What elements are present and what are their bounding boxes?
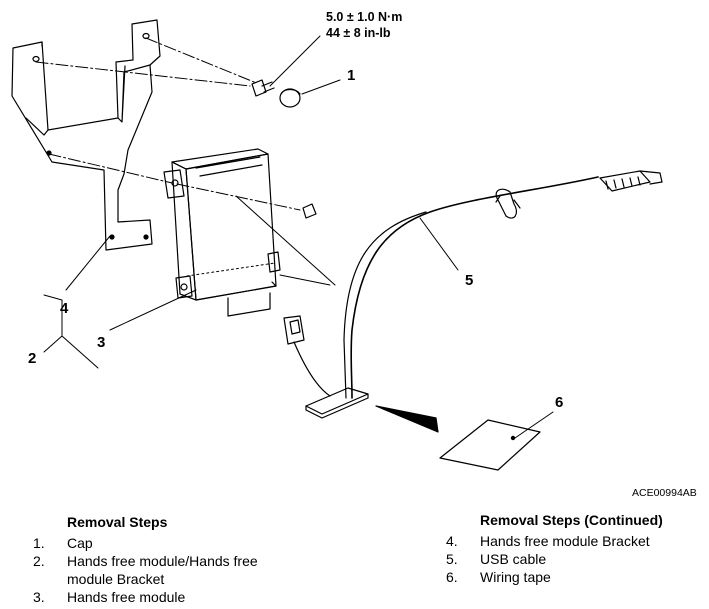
removal-step: 5. USB cable <box>446 550 701 568</box>
removal-step: 2. Hands free module/Hands free module B… <box>33 552 323 588</box>
removal-step: 3. Hands free module <box>33 588 323 606</box>
removal-steps-title: Removal Steps <box>67 514 168 530</box>
step-text: Hands free module <box>67 589 186 605</box>
removal-step: 4. Hands free module Bracket <box>446 532 701 550</box>
callout-1: 1 <box>347 67 355 84</box>
step-number: 3. <box>33 589 45 605</box>
assembly-leader-lines <box>35 37 301 211</box>
cable-tape <box>305 387 369 419</box>
module-dotted-line <box>186 262 276 277</box>
callout-4: 4 <box>60 300 69 317</box>
removal-steps-continued-list: Removal Steps (Continued) 4. Hands free … <box>446 511 701 586</box>
module-bracket <box>11 19 161 251</box>
step-number: 2. <box>33 553 45 569</box>
removal-steps-continued-title: Removal Steps (Continued) <box>480 512 663 528</box>
step-number: 4. <box>446 533 458 549</box>
callout-3: 3 <box>97 334 105 351</box>
step-number: 1. <box>33 535 45 551</box>
removal-step: 1. Cap <box>33 534 323 552</box>
torque-inlb-label: 44 ± 8 in-lb <box>326 26 391 40</box>
step-text: USB cable <box>480 551 547 567</box>
callout-6: 6 <box>555 394 563 411</box>
connector-leader <box>235 195 336 286</box>
step-text: Hands free module/Hands free module Brac… <box>67 553 258 587</box>
removal-step: 6. Wiring tape <box>446 568 701 586</box>
callout-5: 5 <box>465 272 473 289</box>
step-number: 5. <box>446 551 458 567</box>
callout-leaders <box>43 35 554 439</box>
step-number: 6. <box>446 569 458 585</box>
callout-2: 2 <box>28 350 36 367</box>
torque-nm-label: 5.0 ± 1.0 N·m <box>326 10 402 24</box>
removal-steps-list: Removal Steps 1. Cap 2. Hands free modul… <box>33 513 323 606</box>
usb-cable <box>283 170 663 399</box>
screw-and-cap <box>251 79 317 219</box>
direction-arrow <box>375 405 439 433</box>
step-text: Wiring tape <box>480 569 551 585</box>
figure-id: ACE00994AB <box>632 487 697 499</box>
wiring-tape <box>439 419 541 471</box>
exploded-diagram: 5.0 ± 1.0 N·m 44 ± 8 in-lb 1 2 3 4 5 6 A… <box>11 10 697 499</box>
hands-free-module <box>163 148 281 317</box>
step-text: Hands free module Bracket <box>480 533 650 549</box>
step-text: Cap <box>67 535 93 551</box>
